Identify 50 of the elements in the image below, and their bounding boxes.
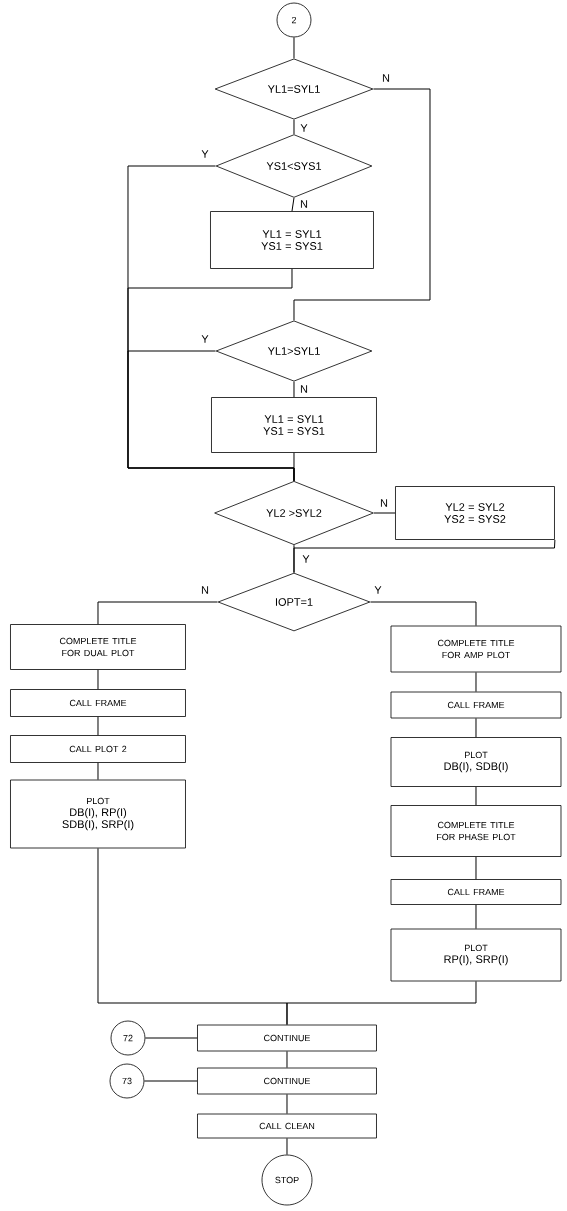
connector-line <box>475 717 477 738</box>
process-box: CALL PLOT 2 <box>10 735 186 763</box>
connector-line <box>293 88 431 321</box>
connector-line <box>293 36 295 59</box>
connector-line <box>286 1050 288 1069</box>
edge-label: Y <box>301 554 311 564</box>
edge-label: Y <box>299 123 309 133</box>
process-box: CALL FRAME <box>10 689 186 717</box>
connector-line <box>97 716 99 736</box>
edge-label: N <box>200 585 210 595</box>
connector-line <box>373 512 396 514</box>
connector-line <box>144 1037 198 1039</box>
process-box: CALL FRAME <box>390 879 562 905</box>
connector-line <box>293 452 295 482</box>
process-box: PLOT DB(I), RP(I) SDB(I), SRP(I) <box>10 779 186 849</box>
connector-line <box>475 904 477 930</box>
edge-label: N <box>299 384 309 394</box>
connector-line <box>475 786 477 806</box>
edge-label: N <box>299 199 309 209</box>
connector-line <box>286 980 477 1026</box>
connector-line <box>369 601 477 627</box>
connector-line <box>293 381 295 398</box>
connector-line <box>97 601 219 625</box>
connector-line <box>143 1080 198 1082</box>
edge-label: N <box>379 498 389 508</box>
edge-label: Y <box>200 334 210 344</box>
process-box: PLOT DB(I), SDB(I) <box>390 737 562 787</box>
process-box: PLOT RP(I), SRP(I) <box>390 928 562 982</box>
process-box: COMPLETE TITLE FOR AMP PLOT <box>390 625 562 673</box>
edge-label: Y <box>200 149 210 159</box>
process-box: CALL CLEAN <box>197 1113 377 1139</box>
process-box: COMPLETE TITLE FOR PHASE PLOT <box>390 805 562 857</box>
edge-label: Y <box>373 585 383 595</box>
connector-line <box>475 671 477 693</box>
connector-line <box>293 119 295 135</box>
connector-line <box>475 856 477 880</box>
connector-line <box>97 762 99 781</box>
connector-line <box>97 669 99 690</box>
process-box: YL1 = SYL1 YS1 = SYS1 <box>210 211 374 269</box>
process-box: CONTINUE <box>197 1024 377 1052</box>
edge-label: N <box>381 73 391 83</box>
process-box: CALL FRAME <box>390 691 562 719</box>
connector-line <box>293 539 556 574</box>
connector-line <box>286 1137 288 1156</box>
connector-line <box>291 197 295 212</box>
process-box: YL1 = SYL1 YS1 = SYS1 <box>211 397 377 453</box>
process-box: COMPLETE TITLE FOR DUAL PLOT <box>10 624 186 670</box>
process-box: CONTINUE <box>197 1067 377 1095</box>
process-box: YL2 = SYL2 YS2 = SYS2 <box>395 486 555 540</box>
connector-line <box>286 1093 288 1115</box>
